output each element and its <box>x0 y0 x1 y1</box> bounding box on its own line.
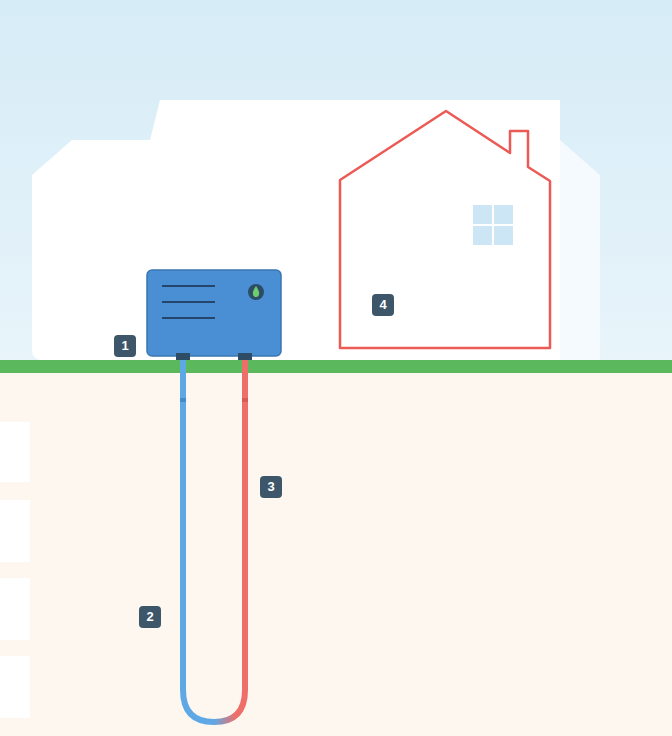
pipe-port <box>238 353 252 360</box>
unit-vents <box>162 286 215 318</box>
pipe-joint <box>242 398 248 402</box>
ground-line <box>0 360 672 373</box>
house-outline <box>340 111 550 348</box>
cold-pipe <box>180 358 186 690</box>
callout-number: 4 <box>379 296 386 314</box>
callout-number: 2 <box>146 608 153 626</box>
drop-icon <box>253 286 259 297</box>
pipe-port <box>176 353 190 360</box>
house-window <box>473 205 513 245</box>
snow-backdrop <box>32 100 560 360</box>
backdrop-shade <box>560 140 600 360</box>
callout-number: 3 <box>267 478 274 496</box>
heat-pump-unit <box>147 270 281 356</box>
callout-badge: 3 <box>260 476 282 498</box>
soil-layers <box>0 422 30 718</box>
status-light <box>248 284 264 300</box>
sky <box>0 0 672 362</box>
callout-badge: 1 <box>114 335 136 357</box>
soil <box>0 372 672 736</box>
callout-number: 1 <box>121 337 128 355</box>
pipe-joint <box>180 398 186 402</box>
pipe-bend <box>183 358 245 722</box>
warm-pipe <box>242 358 248 690</box>
callout-badge: 4 <box>372 294 394 316</box>
callout-badge: 2 <box>139 606 161 628</box>
